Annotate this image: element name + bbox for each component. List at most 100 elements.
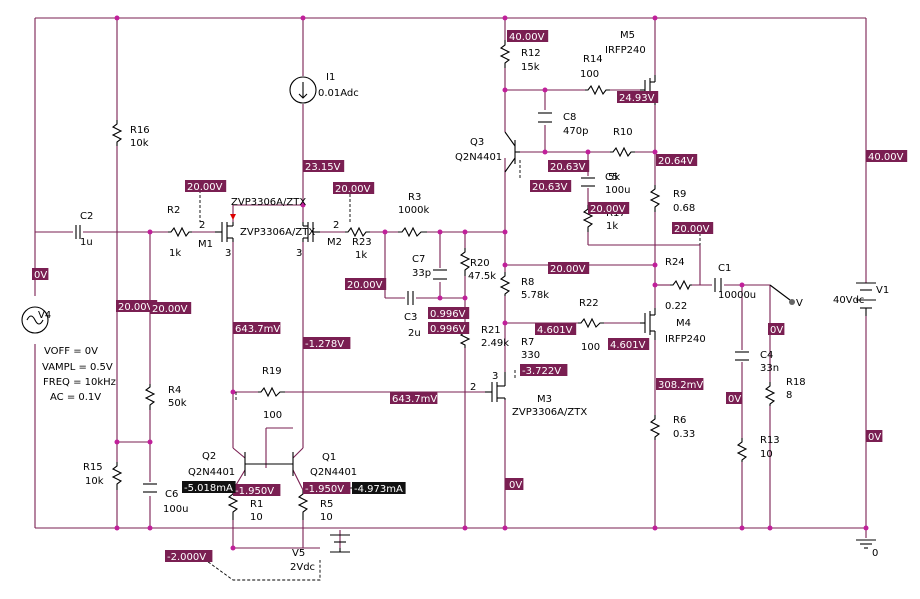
m3-gate-pin: 2 [470, 382, 476, 393]
ground-symbol [856, 539, 876, 549]
v4-param-freq: FREQ = 10kHz [43, 377, 116, 388]
voltage-label: -1.950V [305, 484, 344, 495]
voltage-label: 20.64V [658, 156, 694, 167]
voltage-label: -1.950V [235, 486, 274, 497]
r8-name: R8 [521, 277, 534, 288]
voltage-label: 0V [509, 480, 522, 491]
r14-symbol [585, 84, 610, 96]
r15-symbol [111, 462, 123, 490]
c7-name: C7 [412, 254, 425, 265]
v4-name: V4 [38, 310, 51, 321]
c6-name: C6 [165, 489, 178, 500]
r24-name: R24 [665, 257, 685, 268]
voltage-label-box [32, 268, 49, 280]
r15-name: R15 [83, 462, 103, 473]
voltage-label: 20.00V [674, 224, 710, 235]
r12-name: R12 [521, 48, 541, 59]
c1-symbol [714, 278, 722, 292]
voltage-label-box [116, 300, 158, 312]
c2-name: C2 [80, 211, 93, 222]
i1-source-symbol [289, 76, 317, 104]
current-label: -5.018mA [184, 483, 233, 494]
c3-name: C3 [404, 312, 417, 323]
r21-name: R21 [481, 325, 501, 336]
r9-symbol [649, 185, 661, 212]
i1-value: 0.01Adc [318, 88, 359, 99]
voltage-label: 40.00V [509, 32, 545, 43]
current-label-box [182, 481, 236, 493]
m2-drain-pin: 3 [296, 248, 302, 259]
r22-name: R22 [579, 298, 599, 309]
q3-bjt-symbol [504, 131, 520, 173]
r19-symbol [258, 386, 285, 398]
voltage-label: -1.278V [305, 339, 344, 350]
c6-symbol [143, 483, 157, 493]
r6-name: R6 [673, 415, 686, 426]
r6-value: 0.33 [673, 429, 695, 440]
m1-part-top: ZVP3306A/ZTX [231, 197, 306, 208]
voltage-label: 4.601V [610, 340, 646, 351]
voltage-label-box [726, 392, 743, 404]
voltage-label-box [656, 154, 698, 166]
voltage-label-box [345, 278, 387, 290]
m3-drain-pin: 3 [492, 371, 498, 382]
r9-value: 0.68 [673, 203, 695, 214]
voltage-label-box [233, 322, 281, 334]
c5-value: 100u [605, 185, 630, 196]
ground-label: 0 [872, 548, 878, 559]
c8-name: C8 [563, 112, 576, 123]
voltage-label: 0V [728, 394, 741, 405]
r14-value: 100 [580, 69, 599, 80]
voltage-label-box [520, 364, 568, 376]
r2-symbol [168, 226, 192, 238]
sources [21, 76, 876, 553]
voltage-label-box [233, 484, 281, 496]
q1-part: Q2N4401 [310, 467, 357, 478]
r2-value: 1k [169, 248, 181, 259]
r7-name: R7 [521, 337, 534, 348]
m3-name: M3 [537, 394, 552, 405]
m1-drain-pin: 3 [225, 248, 231, 259]
voltage-label-box [548, 160, 590, 172]
v5-source-symbol [330, 534, 350, 553]
r18-symbol [764, 382, 776, 406]
r18-value: 8 [786, 390, 792, 401]
r5-symbol [297, 490, 309, 520]
m3-mosfet-symbol [485, 372, 506, 402]
q2-name: Q2 [202, 451, 216, 462]
v5-value: 2Vdc [290, 562, 315, 573]
r7-value: 330 [521, 350, 540, 361]
v1-source-symbol [856, 282, 876, 316]
voltage-label-box [866, 430, 883, 442]
voltage-label: 20.00V [187, 182, 223, 193]
c8-value: 470p [563, 126, 588, 137]
r2-name: R2 [167, 205, 180, 216]
r4-symbol [144, 384, 156, 410]
voltage-label: 4.601V [537, 325, 573, 336]
m1-mosfet-symbol [215, 214, 236, 242]
c2-value: 1u [80, 237, 93, 248]
c2-symbol [75, 225, 81, 239]
r3-value: 1000k [398, 205, 429, 216]
r17-symbol [582, 205, 594, 232]
r13-name: R13 [760, 435, 780, 446]
voltage-label: -3.722V [522, 366, 561, 377]
voltage-label-box [656, 378, 704, 390]
c7-value: 33p [412, 268, 431, 279]
junction-dots [114, 15, 869, 551]
voltage-label-box [548, 262, 590, 274]
voltage-label: 0.996V [430, 324, 466, 335]
r20-name: R20 [470, 258, 490, 269]
c5-symbol [581, 177, 595, 187]
r4-name: R4 [168, 385, 181, 396]
voltage-label-box [535, 323, 577, 335]
voltage-label-box [428, 307, 470, 319]
r16-value: 10k [130, 138, 149, 149]
voltage-label-box [507, 30, 549, 42]
r3-symbol [398, 226, 427, 238]
r8-symbol [499, 272, 511, 296]
voltage-label: -2.000V [167, 552, 206, 563]
r21-value: 2.49k [481, 338, 509, 349]
voltage-label: 0V [868, 432, 881, 443]
